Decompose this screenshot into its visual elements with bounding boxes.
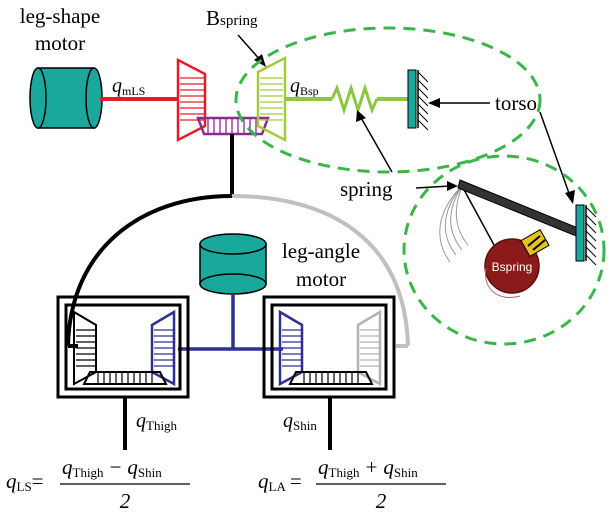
leg-angle-motor-label-1: leg-angle (282, 239, 360, 263)
q-thigh-label: qThigh (136, 410, 178, 433)
torso-label: torso (495, 91, 537, 115)
coil-spring (330, 83, 379, 115)
spring-pointer-right (415, 185, 451, 189)
motor-front-face (85, 67, 103, 129)
thigh-gearbox (56, 295, 190, 399)
bspring-disc (484, 238, 540, 294)
svg-text:2: 2 (376, 489, 387, 513)
leg-shape-motor-label-2: motor (35, 31, 85, 55)
red-bevel-gear (176, 57, 207, 143)
spring-arrowhead-right (447, 181, 458, 191)
torso-pointer-bottom (539, 111, 571, 197)
spring-pointer-top (359, 115, 393, 173)
thigh-bevel-gear-blue (150, 309, 176, 387)
svg-text:2: 2 (120, 489, 131, 513)
bspring-disc-label: Bspring (492, 260, 533, 274)
motor-back-face (29, 67, 47, 129)
green-bevel-gear (256, 55, 287, 143)
equation-q-ls: qLS= qThigh−qShin 2 (6, 455, 190, 513)
spring-arrowhead-top (356, 110, 366, 122)
spring-photo-highlight (402, 154, 606, 346)
spring-module-highlight (234, 26, 542, 174)
svg-text:qLA=: qLA= (258, 469, 302, 494)
leg-shape-motor-label-1: leg-shape (20, 4, 100, 28)
leg-shape-motor (29, 67, 103, 129)
torso-arrowhead-top (428, 98, 440, 108)
svg-text:qThigh+qShin: qThigh+qShin (318, 455, 418, 480)
thigh-crown-gear (82, 371, 168, 385)
svg-text:qLS=: qLS= (6, 469, 44, 494)
q-mls-label: qmLS (112, 75, 145, 98)
shin-gearbox (262, 295, 396, 399)
spring-leaf-inset: Bspring (439, 179, 597, 298)
leg-angle-motor-label-2: motor (296, 267, 346, 291)
purple-crown-gear (196, 116, 270, 136)
equation-q-la: qLA= qThigh+qShin 2 (258, 455, 446, 513)
svg-text:qThigh−qShin: qThigh−qShin (62, 455, 162, 480)
spring-label: spring (340, 177, 393, 201)
shin-crown-gear (288, 371, 374, 385)
torso-wall-top (407, 69, 429, 131)
shin-link-arch (231, 194, 410, 347)
bspring-bracket (520, 229, 550, 257)
leg-angle-motor (199, 233, 267, 295)
shin-bevel-gear-gray (356, 309, 382, 387)
q-bsp-label: qBsp (290, 75, 319, 98)
thigh-link-arch (66, 194, 233, 347)
b-spring-label: Bspring (206, 6, 258, 30)
q-shin-label: qShin (283, 410, 317, 433)
torso-arrowhead-bottom (565, 190, 575, 204)
